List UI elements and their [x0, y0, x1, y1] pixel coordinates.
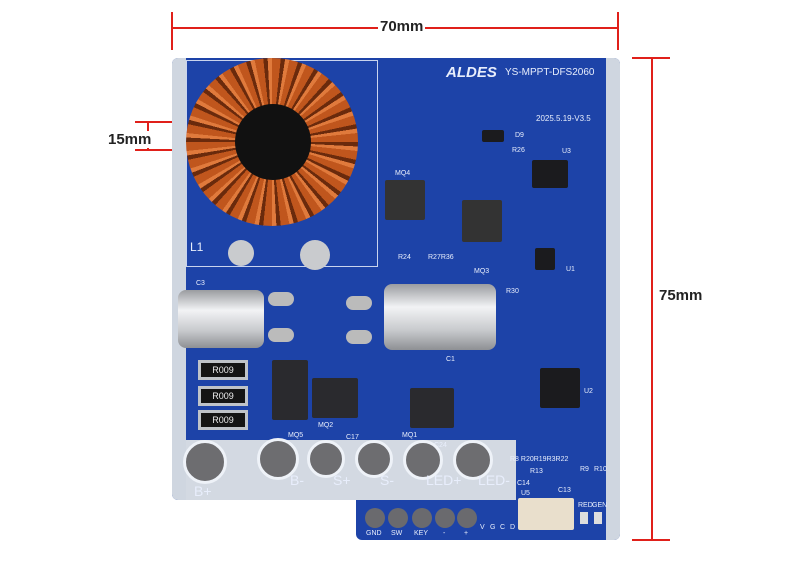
ref-r8-group: R8 R20R19R3R22 [510, 456, 569, 463]
pad-b-plus[interactable] [183, 440, 227, 484]
cap-lead [346, 330, 372, 344]
diode-d9 [482, 130, 504, 142]
ref-mq1: MQ1 [402, 432, 418, 439]
ref-c1: C1 [446, 356, 455, 363]
pad-sw[interactable] [388, 508, 408, 528]
ref-c3: C3 [196, 280, 205, 287]
ref-d9: D9 [515, 132, 524, 139]
pad-b-minus[interactable] [257, 438, 299, 480]
pin-v: V [480, 524, 485, 531]
cap-lead [268, 328, 294, 342]
pad-minus[interactable] [435, 508, 455, 528]
ref-r30: R30 [506, 288, 519, 295]
label-gnd: GND [366, 530, 382, 537]
board-edge-left [172, 58, 186, 500]
led-gen [594, 512, 602, 524]
ref-r27r36: R27R36 [428, 254, 454, 261]
pad-led-minus[interactable] [453, 440, 493, 480]
pad-gnd[interactable] [365, 508, 385, 528]
chip-u1 [535, 248, 555, 270]
ref-r9: R9 [580, 466, 589, 473]
label-key: KEY [414, 530, 429, 537]
ref-u2: U2 [584, 388, 593, 395]
offset-label: 15mm [106, 131, 154, 148]
mosfet-mq1 [410, 388, 454, 428]
sense-resistor: R009 [198, 360, 248, 380]
pad-label-b-plus: B+ [194, 483, 212, 499]
pad-led-plus[interactable] [403, 440, 443, 480]
pad-label-s-plus: S+ [333, 472, 351, 488]
ref-u1: U1 [566, 266, 575, 273]
height-tick-top [632, 57, 670, 59]
width-label: 70mm [378, 18, 426, 35]
label-minus: - [443, 530, 446, 537]
ref-c13: C13 [558, 487, 571, 494]
inductor-solder-2 [300, 240, 330, 270]
led-gen-label: GEN [592, 502, 608, 509]
height-dimension-line [651, 58, 653, 540]
brand-logo: ALDES [446, 64, 497, 81]
sense-resistor: R009 [198, 410, 248, 430]
ref-r24: R24 [398, 254, 411, 261]
mosfet-mq3 [462, 200, 502, 242]
offset-tick-top [135, 121, 185, 123]
chip-u3 [532, 160, 568, 188]
offset-tick-bottom [135, 149, 185, 151]
height-tick-bottom [632, 539, 670, 541]
mosfet-mq5 [272, 360, 308, 420]
sense-resistor: R009 [198, 386, 248, 406]
toroid-core [235, 104, 311, 180]
pad-s-plus[interactable] [307, 440, 345, 478]
capacitor-c3 [178, 290, 264, 348]
mosfet-mq4 [385, 180, 425, 220]
ref-mq4: MQ4 [395, 170, 411, 177]
width-tick-left [171, 12, 173, 50]
pad-s-minus[interactable] [355, 440, 393, 478]
inductor-label: L1 [190, 240, 204, 254]
pin-c: C [500, 524, 506, 531]
ref-u5: U5 [521, 490, 530, 497]
chip-u2 [540, 368, 580, 408]
height-label: 75mm [657, 287, 705, 304]
inductor-solder-1 [228, 240, 254, 266]
pad-label-led-plus: LED+ [426, 472, 462, 488]
led-red-label: RED [578, 502, 593, 509]
label-sw: SW [391, 530, 403, 537]
ref-c24: C24 [434, 442, 447, 449]
model-text: YS-MPPT-DFS2060 [505, 67, 595, 78]
ref-u3: U3 [562, 148, 571, 155]
pad-key[interactable] [412, 508, 432, 528]
pad-plus[interactable] [457, 508, 477, 528]
ref-r13: R13 [530, 468, 543, 475]
jst-connector[interactable] [518, 498, 574, 530]
label-plus: + [464, 530, 469, 537]
ref-mq5: MQ5 [288, 432, 304, 439]
ref-r10: R10 [594, 466, 607, 473]
ref-r26: R26 [512, 147, 525, 154]
pin-g: G [490, 524, 496, 531]
board-edge-right [606, 58, 620, 540]
pin-d: D [510, 524, 516, 531]
ref-mq3: MQ3 [474, 268, 490, 275]
pad-label-s-minus: S- [380, 472, 394, 488]
ref-mq2: MQ2 [318, 422, 334, 429]
cap-lead [346, 296, 372, 310]
width-tick-right [617, 12, 619, 50]
ref-c14: C14 [517, 480, 530, 487]
mosfet-mq2 [312, 378, 358, 418]
pad-label-led-minus: LED- [478, 472, 510, 488]
capacitor-c1 [384, 284, 496, 350]
ref-c17: C17 [346, 434, 359, 441]
cap-lead [268, 292, 294, 306]
pad-label-b-minus: B- [290, 472, 304, 488]
led-red [580, 512, 588, 524]
version-text: 2025.5.19-V3.5 [536, 114, 591, 123]
